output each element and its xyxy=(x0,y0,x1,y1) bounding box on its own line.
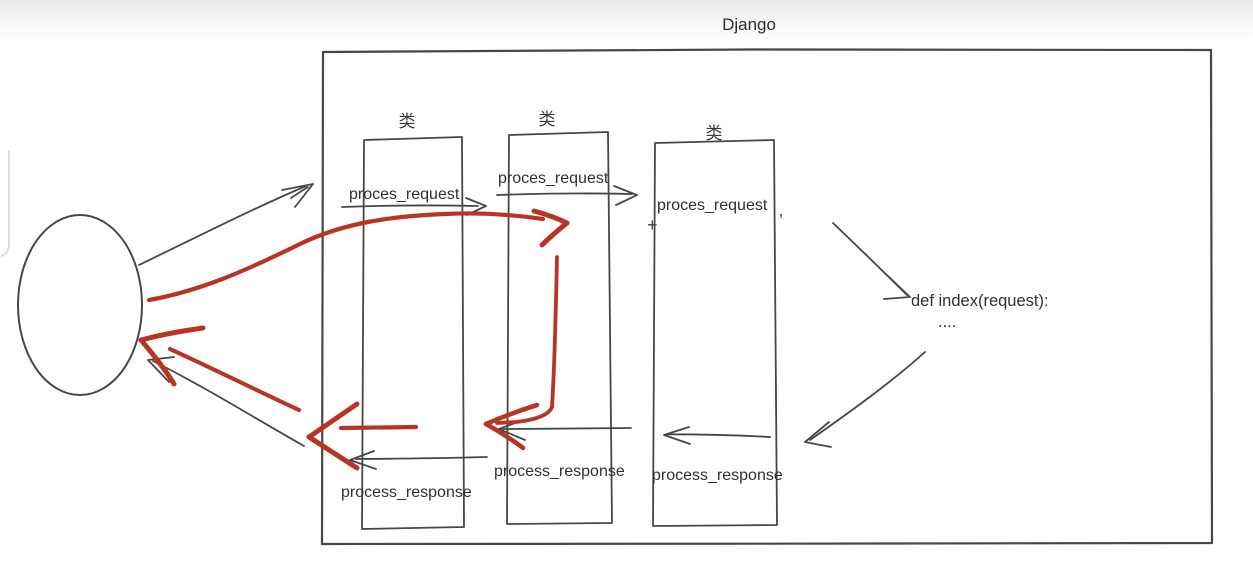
django-title: Django xyxy=(722,15,776,34)
red-client-return-arrow xyxy=(138,325,301,412)
middleware-1-request-label: proces_request xyxy=(349,186,460,203)
request-arrow-2 xyxy=(496,185,638,206)
middleware-3-request-label: proces_request xyxy=(657,197,768,214)
middleware-3-response-label: process_response xyxy=(652,467,783,484)
red-request-curve xyxy=(146,208,570,303)
middleware-1-class-label: 类 xyxy=(399,112,416,131)
middleware-1-response-label: process_response xyxy=(341,484,472,501)
client-response-arrow xyxy=(147,356,305,447)
middleware-2: 类 proces_request process_response xyxy=(494,110,625,525)
django-box xyxy=(320,48,1214,546)
view-return-arrow xyxy=(804,351,926,448)
client-circle xyxy=(17,214,143,396)
red-response-arrow-left xyxy=(306,401,419,471)
middleware-1-box xyxy=(361,136,465,530)
response-arrow-3 xyxy=(663,426,771,445)
view-body-dots: .... xyxy=(938,313,956,331)
red-shortcut-down-arrow xyxy=(483,255,559,451)
panel-edge xyxy=(0,150,10,257)
apostrophe-mark: ’ xyxy=(779,211,783,231)
middleware-2-response-label: process_response xyxy=(494,463,625,480)
middleware-3-class-label: 类 xyxy=(706,124,723,143)
middleware-2-box xyxy=(506,131,613,525)
middleware-3-box xyxy=(652,139,778,527)
view-signature: def index(request): xyxy=(911,292,1049,310)
middleware-2-class-label: 类 xyxy=(539,110,556,129)
client-request-arrow xyxy=(138,183,314,266)
view-call-arrow xyxy=(832,222,911,300)
middleware-1: 类 proces_request process_response xyxy=(341,112,472,530)
plus-mark: + xyxy=(647,215,658,235)
middleware-3: 类 proces_request process_response + ’ xyxy=(647,124,783,527)
response-arrow-1 xyxy=(349,450,488,470)
middleware-2-request-label: proces_request xyxy=(498,170,609,187)
